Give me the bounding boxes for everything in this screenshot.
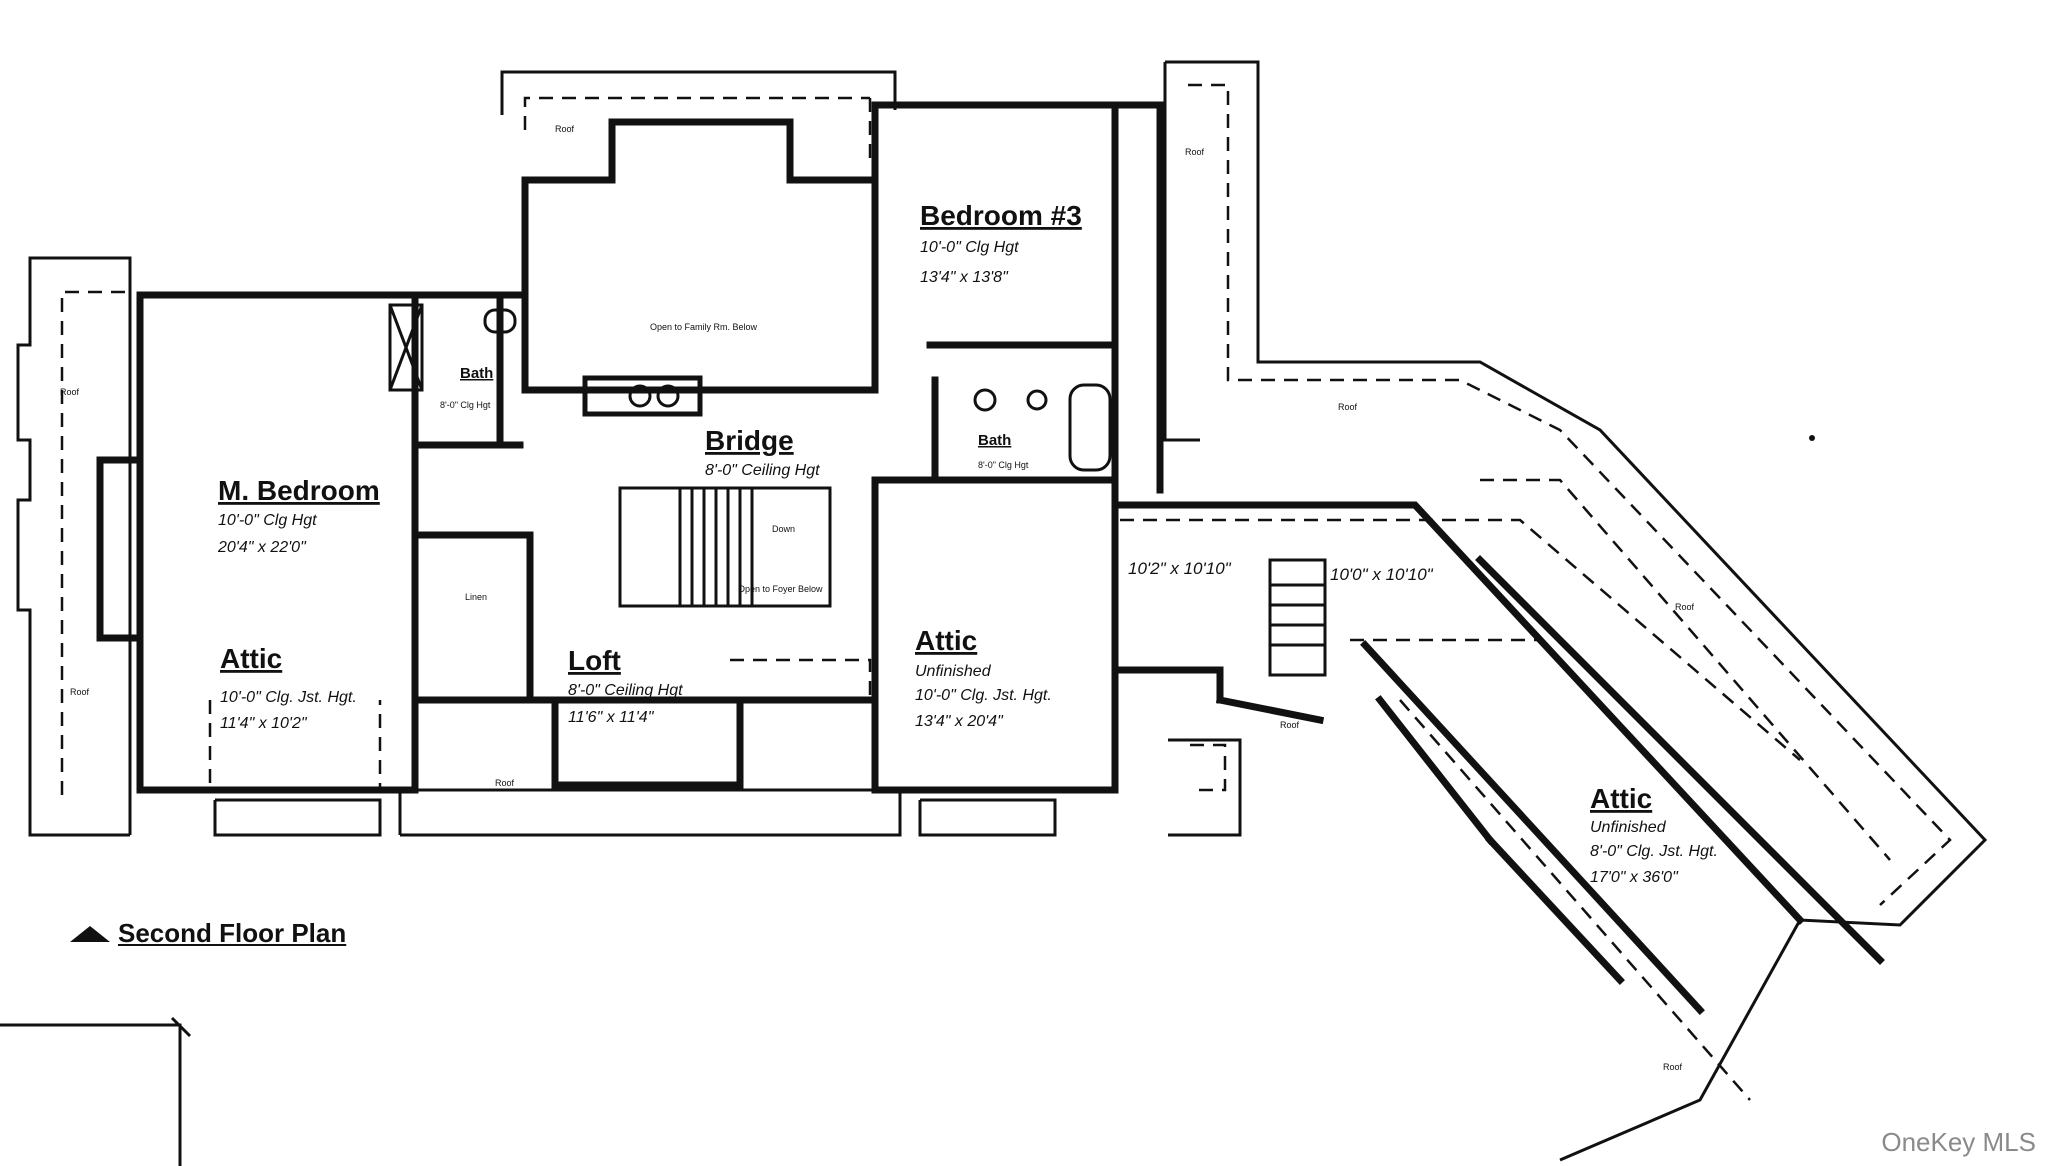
room-ceiling-mbed: 10'-0" Clg Hgt <box>218 512 317 529</box>
roof-label-9: Roof <box>1663 1062 1683 1072</box>
room-size-mbed: 20'4" x 22'0" <box>217 539 307 556</box>
room-name-bed3: Bedroom #3 <box>920 200 1082 231</box>
corner-mark <box>0 435 1815 1166</box>
fixtures <box>388 303 1112 472</box>
room-size-attic3: 17'0" x 36'0" <box>1590 869 1679 886</box>
room-name-attic3: Attic <box>1590 783 1652 814</box>
room-size-loft: 11'6" x 11'4" <box>568 709 655 726</box>
roof-label-5: Roof <box>1338 402 1358 412</box>
room-name-bath2: Bath <box>978 432 1011 449</box>
room-status-attic2: Unfinished <box>915 663 992 680</box>
dim-right: 10'0" x 10'10" <box>1330 565 1434 584</box>
roof-label-4: Roof <box>1185 147 1205 157</box>
roof-label-3: Roof <box>555 124 575 134</box>
room-size-attic2: 13'4" x 20'4" <box>915 713 1004 730</box>
roof-label-1: Roof <box>60 387 80 397</box>
dim-left: 10'2" x 10'10" <box>1128 559 1232 578</box>
note-down: Down <box>772 524 795 534</box>
room-ceiling-bath1: 8'-0" Clg Hgt <box>440 400 491 410</box>
room-name-loft: Loft <box>568 645 621 676</box>
roof-label-2: Roof <box>70 687 90 697</box>
north-arrow-icon <box>70 926 110 942</box>
room-name-bridge: Bridge <box>705 425 794 456</box>
room-size-attic1: 11'4" x 10'2" <box>220 715 308 732</box>
dashed-lines <box>60 83 1952 1101</box>
room-name-attic2: Attic <box>915 625 977 656</box>
plan-title-text: Second Floor Plan <box>118 918 347 948</box>
room-ceiling-attic3: 8'-0" Clg. Jst. Hgt. <box>1590 843 1718 860</box>
room-name-attic1: Attic <box>220 643 282 674</box>
note-open-below: Open to Family Rm. Below <box>650 322 758 332</box>
walls <box>96 101 1885 1015</box>
room-ceiling-bridge: 8'-0" Ceiling Hgt <box>705 462 820 479</box>
roof-label-7: Roof <box>495 778 515 788</box>
note-open-foyer: Open to Foyer Below <box>738 584 823 594</box>
room-status-attic3: Unfinished <box>1590 819 1667 836</box>
room-ceiling-loft: 8'-0" Ceiling Hgt <box>568 682 683 699</box>
roof-label-6: Roof <box>1675 602 1695 612</box>
room-ceiling-attic2: 10'-0" Clg. Jst. Hgt. <box>915 687 1052 704</box>
room-ceiling-bath2: 8'-0" Clg Hgt <box>978 460 1029 470</box>
room-name-bath1: Bath <box>460 365 493 382</box>
stairs <box>618 486 1327 677</box>
roof-label-8: Roof <box>1280 720 1300 730</box>
watermark: OneKey MLS <box>1881 1127 2036 1157</box>
room-size-bed3: 13'4" x 13'8" <box>920 269 1009 286</box>
plan-title: Second Floor Plan <box>70 918 346 949</box>
room-labels: M. Bedroom 10'-0" Clg Hgt 20'4" x 22'0" … <box>60 124 1718 1072</box>
room-ceiling-bed3: 10'-0" Clg Hgt <box>920 239 1019 256</box>
room-ceiling-attic1: 10'-0" Clg. Jst. Hgt. <box>220 689 357 706</box>
note-linen: Linen <box>465 592 487 602</box>
room-name-mbed: M. Bedroom <box>218 475 380 506</box>
